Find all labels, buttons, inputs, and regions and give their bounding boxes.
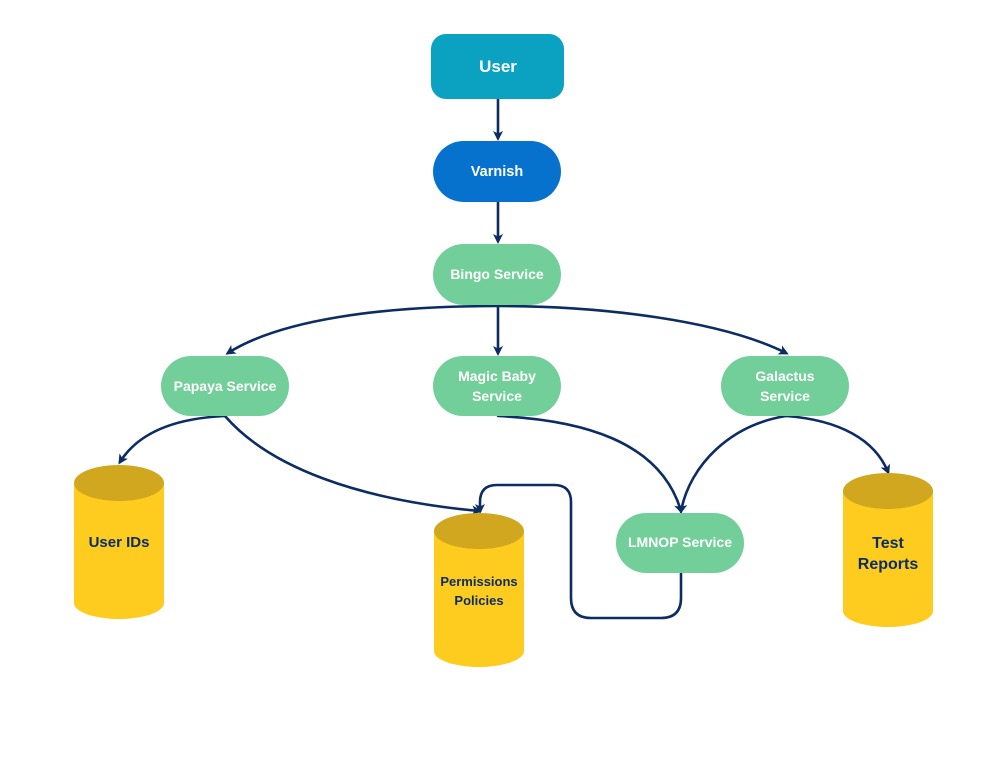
edge-lmnop-to-permissions [475,483,683,620]
permissions-policies-database: Permissions Policies [434,513,524,667]
magic-baby-service-label-line2: Service [472,388,522,404]
varnish-node-label: Varnish [471,164,523,180]
lmnop-service-label: LMNOP Service [628,534,732,550]
bingo-service-node: Bingo Service [433,244,561,305]
bingo-service-label: Bingo Service [450,266,544,282]
edge-bingo-to-papaya [225,304,500,355]
edge-galactus-to-test-reports [784,414,890,475]
permissions-policies-label-line2: Policies [454,593,503,608]
papaya-service-node: Papaya Service [161,356,289,416]
user-node: User [431,34,564,99]
user-node-label: User [479,57,517,76]
lmnop-service-node: LMNOP Service [616,513,744,573]
user-ids-database: User IDs [74,465,164,619]
test-reports-label-line1: Test [872,535,904,552]
galactus-service-label-line1: Galactus [755,368,814,384]
varnish-node: Varnish [433,141,561,202]
magic-baby-service-node: Magic Baby Service [433,356,561,416]
permissions-policies-label-line1: Permissions [440,574,517,589]
edge-magic-baby-to-lmnop [496,414,684,514]
edge-bingo-to-galactus [496,304,789,355]
edge-papaya-to-user-ids [118,414,227,465]
galactus-service-label-line2: Service [760,388,810,404]
galactus-service-node: Galactus Service [721,356,849,416]
user-ids-label: User IDs [89,534,150,551]
test-reports-database: Test Reports [843,473,933,627]
papaya-service-label: Papaya Service [174,378,277,394]
magic-baby-service-label-line1: Magic Baby [458,368,536,384]
edge-galactus-to-lmnop [677,414,788,514]
edge-papaya-to-permissions [223,414,482,516]
test-reports-label-line2: Reports [858,556,919,573]
